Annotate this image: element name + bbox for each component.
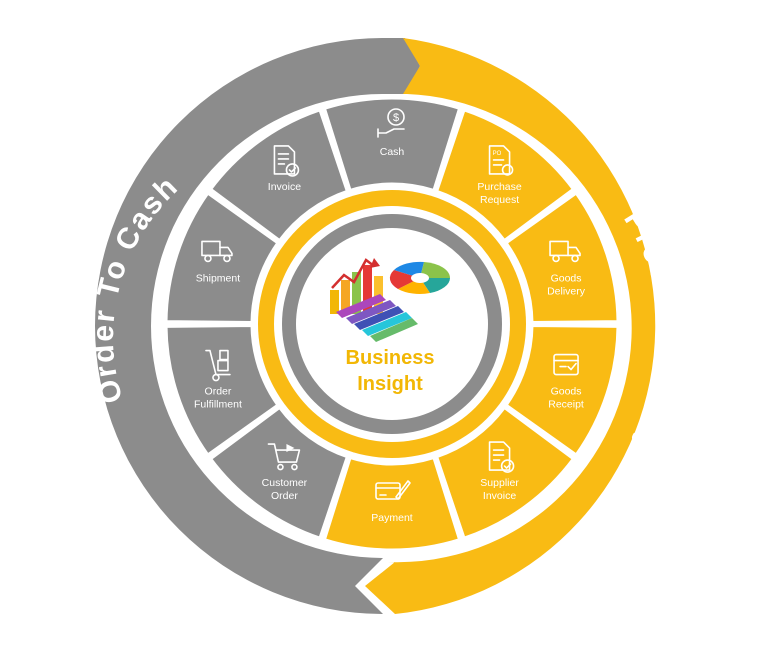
- outer-arc-procure-to-pay: [365, 38, 656, 614]
- segment-label-order-fulfillment-line2: Fulfillment: [194, 399, 242, 411]
- segment-label-goods-delivery-line2: Delivery: [547, 285, 586, 297]
- po-document-icon: PO: [488, 145, 514, 176]
- segment-order-fulfillment: [164, 323, 280, 458]
- bar-and-pie-chart-graphic: [330, 258, 451, 342]
- outer-arc-order-to-cash: [95, 38, 420, 614]
- segment-label-invoice: Invoice: [268, 181, 301, 193]
- segment-payment: [322, 455, 462, 552]
- segment-label-order-fulfillment: Order: [205, 386, 232, 398]
- segment-label-shipment: Shipment: [196, 272, 240, 284]
- segment-shipment: [164, 190, 280, 325]
- segment-invoice: [208, 107, 350, 243]
- segment-label-supplier-invoice: Supplier: [480, 477, 519, 489]
- center-title-line1: Business: [346, 347, 435, 369]
- invoice-check-icon: [488, 441, 515, 473]
- segment-label-supplier-invoice-line2: Invoice: [483, 490, 516, 502]
- segment-label-cash: Cash: [380, 146, 405, 158]
- center-title-line2: Insight: [357, 373, 423, 395]
- shopping-cart-icon: [267, 443, 301, 471]
- segment-label-goods-receipt-line2: Receipt: [548, 399, 584, 411]
- segment-goods-delivery: [504, 190, 620, 325]
- truck-icon: [549, 240, 581, 263]
- segment-cash: [322, 96, 462, 193]
- segment-label-payment: Payment: [371, 512, 413, 524]
- segment-goods-receipt: [504, 323, 620, 458]
- svg-text:PO: PO: [493, 151, 502, 157]
- segment-label-customer-order-line2: Order: [271, 490, 298, 502]
- svg-text:$: $: [393, 112, 399, 124]
- invoice-check-icon: [273, 145, 300, 177]
- segment-label-purchase-request-line2: Request: [480, 194, 519, 206]
- credit-card-pen-icon: [375, 480, 411, 500]
- segment-label-customer-order: Customer: [262, 477, 308, 489]
- segment-label-goods-receipt: Goods: [551, 386, 582, 398]
- segment-label-purchase-request: Purchase: [477, 181, 522, 193]
- segment-supplier-invoice: [434, 405, 576, 541]
- hand-truck-icon: [205, 349, 231, 382]
- dollar-hand-icon: $: [377, 108, 405, 138]
- box-check-icon: [553, 353, 579, 376]
- segment-customer-order: [208, 405, 350, 541]
- segment-label-goods-delivery: Goods: [551, 272, 582, 284]
- truck-icon: [201, 240, 233, 263]
